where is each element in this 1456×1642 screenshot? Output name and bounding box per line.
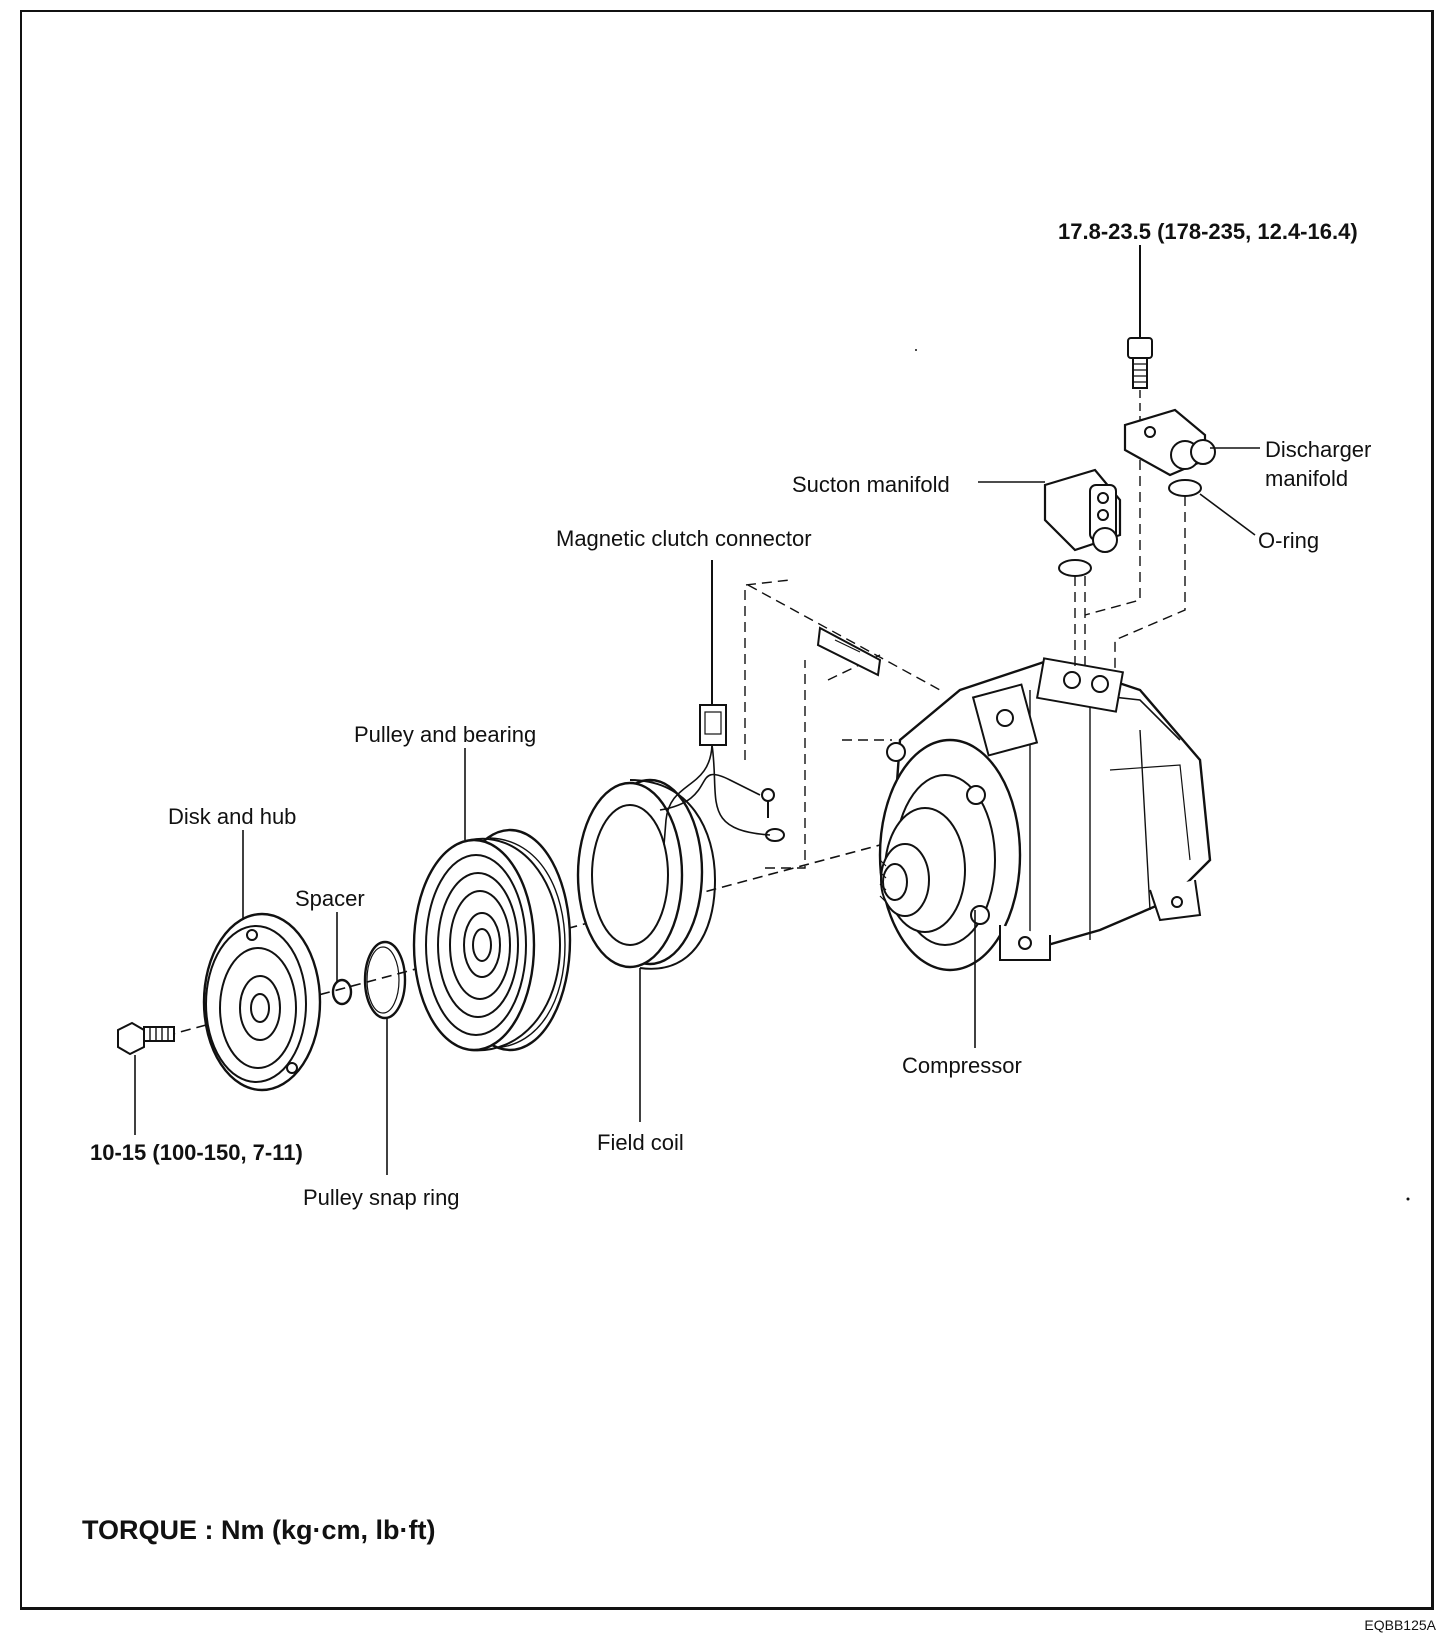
leader-lines bbox=[134, 447, 1260, 1175]
magnetic-clutch-connector bbox=[663, 560, 941, 869]
compressor bbox=[878, 657, 1212, 972]
pulley-snap-ring bbox=[363, 940, 407, 1020]
field-coil-label: Field coil bbox=[597, 1130, 684, 1155]
magnetic-clutch-connector-label: Magnetic clutch connector bbox=[556, 526, 812, 551]
discharger-manifold-label-line1: Discharger bbox=[1265, 437, 1372, 462]
hub-bolt bbox=[117, 1021, 175, 1056]
disk-and-hub-label: Disk and hub bbox=[168, 804, 297, 829]
spacer bbox=[331, 978, 353, 1006]
diagram-frame bbox=[20, 10, 1434, 1610]
disk-and-hub bbox=[202, 912, 322, 1092]
figure-code: EQBB125A bbox=[1364, 1617, 1436, 1633]
suction-manifold-label: Sucton manifold bbox=[792, 472, 950, 497]
discharger-manifold-label-line2: manifold bbox=[1265, 466, 1349, 491]
top-bolt-torque-label: 17.8-23.5 (178-235, 12.4-16.4) bbox=[1058, 219, 1358, 244]
pulley-snap-ring-label: Pulley snap ring bbox=[303, 1185, 460, 1210]
o-ring-label: O-ring bbox=[1258, 528, 1320, 553]
suction-manifold bbox=[1043, 468, 1122, 670]
spacer-label: Spacer bbox=[295, 886, 365, 911]
torque-units-legend: TORQUE : Nm (kg·cm, lb·ft) bbox=[82, 1515, 436, 1545]
hub-bolt-torque-label: 10-15 (100-150, 7-11) bbox=[90, 1140, 303, 1165]
pulley-and-bearing bbox=[412, 828, 572, 1052]
field-coil bbox=[576, 773, 761, 970]
discharge-manifold bbox=[1084, 245, 1216, 670]
compressor-label: Compressor bbox=[902, 1053, 1022, 1078]
pulley-and-bearing-label: Pulley and bearing bbox=[354, 722, 537, 747]
